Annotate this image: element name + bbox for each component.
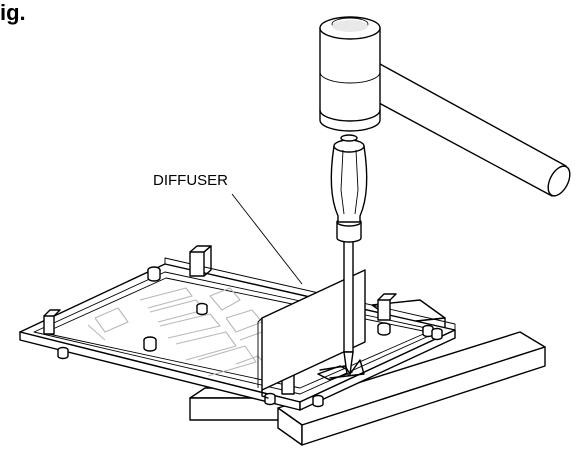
- stud-pin: [312, 394, 324, 408]
- wood-block-icon: [277, 331, 546, 446]
- callout-leader-line: [231, 193, 303, 285]
- stud-pin: [196, 302, 208, 316]
- mounting-clip: [377, 293, 397, 321]
- figure-title: ig.: [0, 0, 26, 25]
- mounting-clip: [43, 309, 61, 335]
- mounting-clip: [189, 245, 212, 277]
- stud-pin: [377, 322, 391, 336]
- stud-pin: [147, 266, 161, 282]
- stud-pin: [431, 327, 443, 341]
- diffuser-callout-label: DIFFUSER: [153, 172, 228, 189]
- diffuser-panel-icon: [257, 269, 366, 399]
- stud-pin: [143, 336, 157, 352]
- stud-pin: [57, 346, 69, 360]
- mallet-icon: [319, 16, 571, 197]
- stud-pin: [264, 392, 276, 406]
- screwdriver-icon: [319, 134, 368, 379]
